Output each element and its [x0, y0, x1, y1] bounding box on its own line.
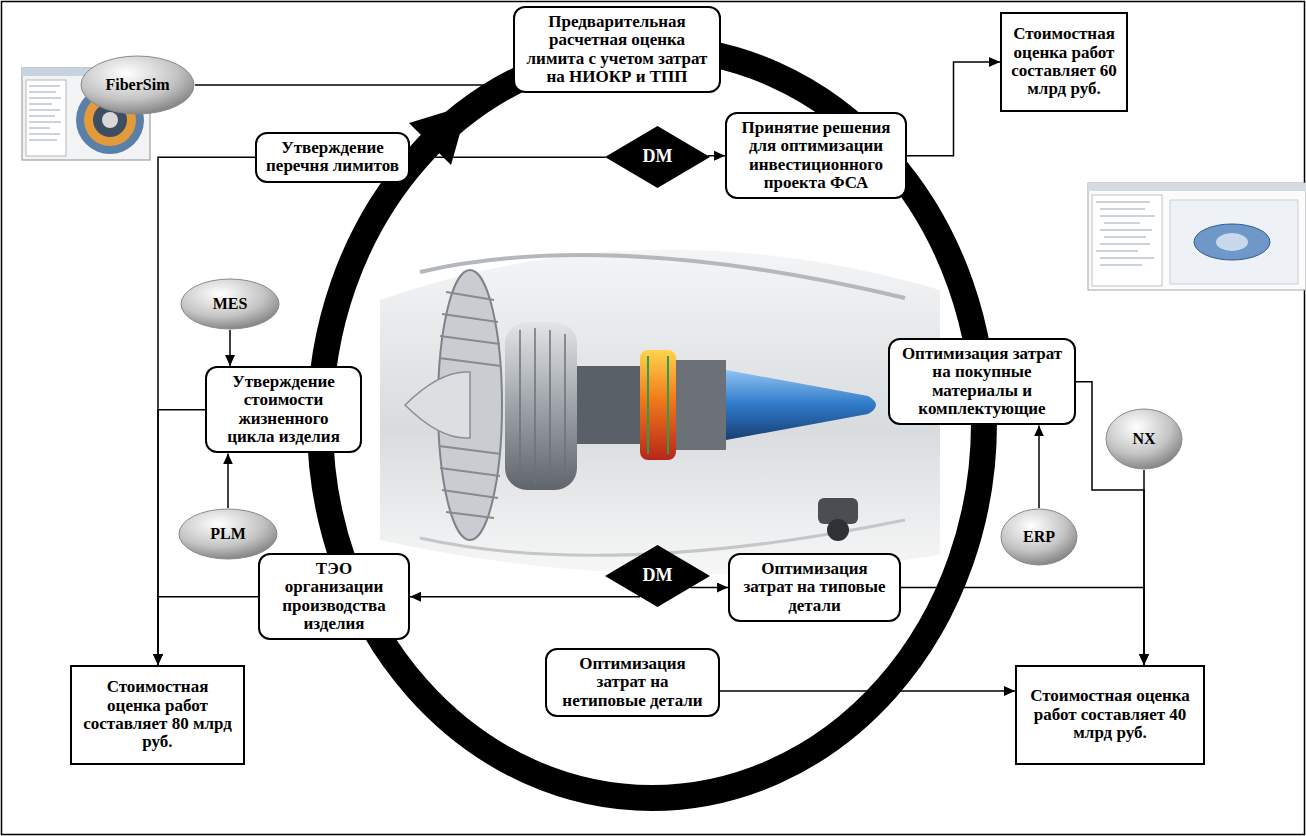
software-oval: PLM: [178, 508, 278, 560]
software-screenshot: [1088, 183, 1306, 290]
node-label: PLM: [210, 525, 246, 542]
flow-arrow: [158, 597, 258, 665]
flow-arrow: [410, 596, 640, 598]
software-oval: MES: [180, 278, 280, 330]
decision-diamond: DM: [605, 545, 710, 607]
diamond-fill: [605, 545, 710, 607]
process-box: Утверждение стоимости жизненного цикла и…: [205, 366, 362, 453]
node-label: Утверждение перечня лимитов: [263, 139, 402, 176]
oval-fill: [81, 56, 194, 114]
node-label: Стоимостная оценка работ составляет 60 м…: [1008, 25, 1120, 98]
flow-arrow: [227, 453, 229, 508]
oval-fill: [1106, 409, 1182, 469]
process-box: Предварительная расчетная оценка лимита …: [513, 6, 721, 93]
node-label: DM: [643, 147, 673, 166]
flow-arrow: [1038, 425, 1040, 508]
flow-arrow: [229, 330, 231, 366]
oval-fill: [179, 509, 277, 559]
cost-box: Стоимостная оценка работ составляет 80 м…: [70, 665, 245, 765]
node-label: Утверждение стоимости жизненного цикла и…: [213, 373, 354, 446]
node-label: NX: [1132, 430, 1155, 447]
oval-fill: [1001, 509, 1077, 565]
node-label: Оптимизация затрат на покупные материалы…: [896, 345, 1068, 418]
node-label: Стоимостная оценка работ составляет 80 м…: [78, 678, 237, 751]
node-label: Принятие решения для оптимизации инвести…: [733, 119, 899, 192]
cycle-ring: [320, 48, 984, 798]
flow-arrow: [708, 155, 725, 157]
node-label: MES: [213, 295, 248, 312]
decision-diamond: DM: [605, 126, 710, 188]
process-box: Оптимизация затрат на типовые детали: [728, 553, 901, 622]
software-oval: FiberSim: [80, 55, 195, 115]
flow-arrow: [410, 157, 606, 159]
software-oval: NX: [1105, 408, 1183, 470]
process-box: Принятие решения для оптимизации инвести…: [725, 112, 907, 199]
flow-arrow: [901, 588, 1144, 665]
node-label: ERP: [1023, 528, 1055, 545]
node-label: Оптимизация затрат на типовые детали: [736, 560, 893, 615]
cost-box: Стоимостная оценка работ составляет 40 м…: [1015, 665, 1205, 765]
node-label: Стоимостная оценка работ составляет 40 м…: [1023, 687, 1197, 742]
diamond-fill: [605, 126, 710, 188]
flow-arrow: [907, 62, 1000, 156]
engine-illustration: [380, 250, 940, 574]
process-box: Оптимизация затрат на покупные материалы…: [888, 338, 1076, 425]
node-label: Оптимизация затрат на нетиповые детали: [553, 655, 712, 710]
oval-fill: [181, 279, 279, 329]
flow-arrow: [720, 690, 1015, 692]
software-oval: ERP: [1000, 508, 1078, 566]
node-label: FiberSim: [106, 76, 170, 93]
node-label: DM: [643, 566, 673, 585]
process-box: Утверждение перечня лимитов: [255, 132, 410, 183]
cost-box: Стоимостная оценка работ составляет 60 м…: [1000, 12, 1128, 112]
process-box: ТЭО организации производства изделия: [258, 553, 410, 640]
cycle-arrowhead: [409, 105, 468, 165]
flow-arrow: [195, 84, 513, 86]
flow-arrow: [690, 587, 728, 589]
node-label: Предварительная расчетная оценка лимита …: [521, 13, 713, 86]
process-box: Оптимизация затрат на нетиповые детали: [545, 648, 720, 717]
node-label: ТЭО организации производства изделия: [266, 560, 402, 633]
